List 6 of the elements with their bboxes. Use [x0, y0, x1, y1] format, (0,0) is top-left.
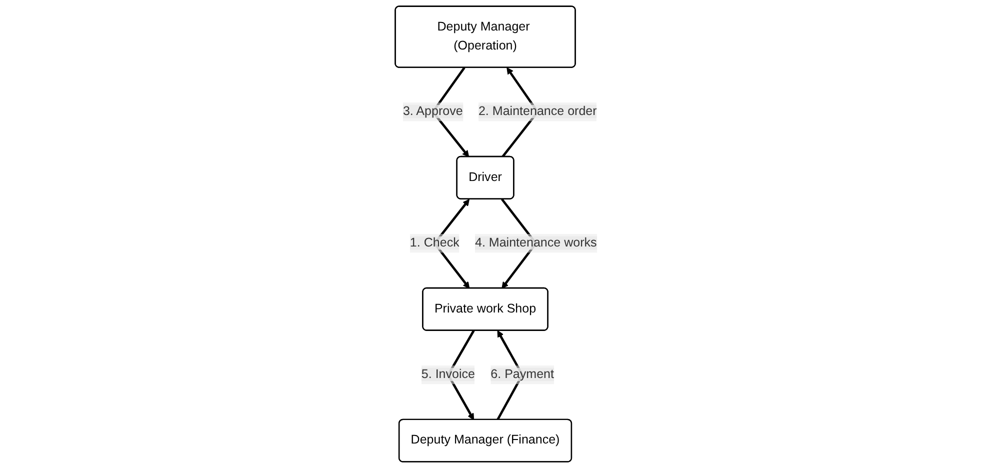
- edge-label: 1. Check: [410, 236, 460, 250]
- edge-label: 6. Payment: [490, 368, 554, 382]
- edge-label: 5. Invoice: [421, 368, 475, 382]
- edge-label: 3. Approve: [402, 104, 463, 118]
- edge-label: 4. Maintenance works: [474, 236, 597, 250]
- edge-label: 2. Maintenance order: [478, 104, 597, 118]
